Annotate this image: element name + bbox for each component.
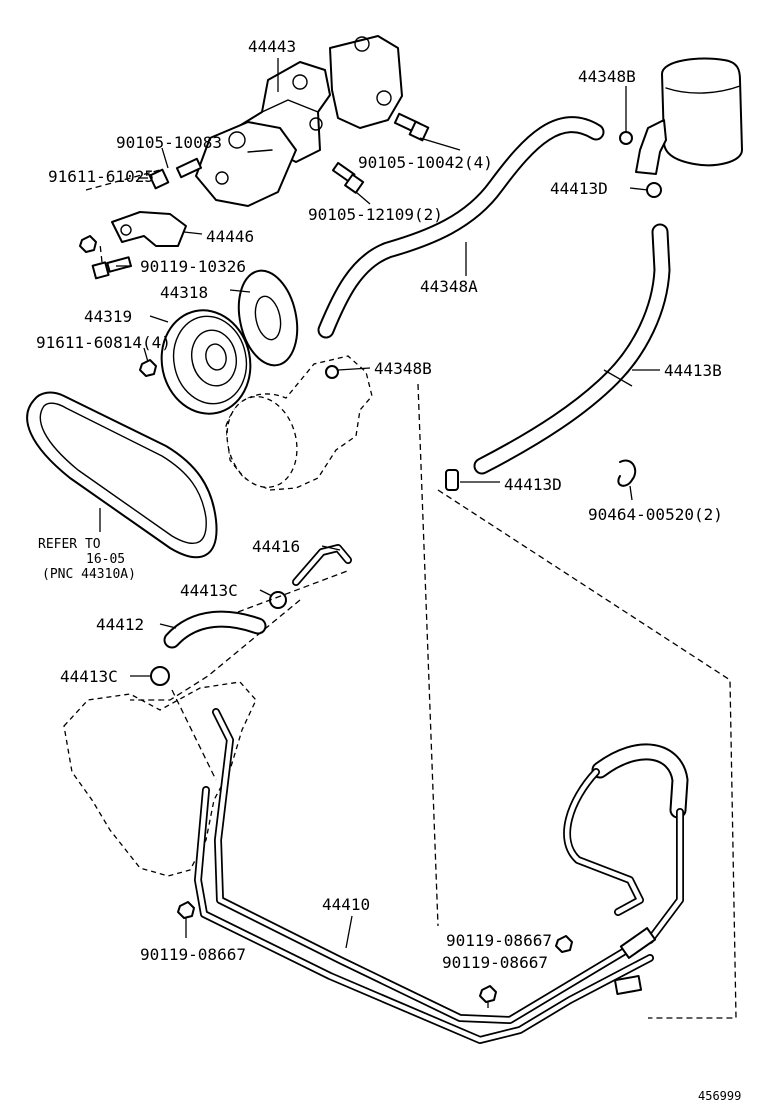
clip-44348B-mid[interactable] — [325, 365, 339, 379]
pulley-44319[interactable] — [152, 302, 260, 422]
pressure-tube-44410[interactable] — [194, 708, 654, 1044]
label-90464-00520: 90464-00520(2) — [588, 505, 723, 524]
clamp-44413C-b[interactable] — [150, 666, 170, 686]
label-91611-61025: 91611-61025 — [48, 167, 154, 186]
label-90105-10042: 90105-10042(4) — [358, 153, 493, 172]
label-44413D-mid: 44413D — [504, 475, 562, 494]
label-44319: 44319 — [84, 307, 132, 326]
label-44348B-mid: 44348B — [374, 359, 432, 378]
leader-lines — [99, 58, 660, 1008]
pressure-hose-right[interactable] — [563, 743, 689, 995]
label-90119-08667-right-2: 90119-08667 — [442, 953, 548, 972]
diagram-id: 456999 — [698, 1089, 741, 1103]
assembly-guide-lines — [85, 169, 737, 1019]
return-hose-44413B[interactable] — [473, 223, 671, 475]
bolt-90105-10083[interactable] — [148, 157, 203, 190]
label-refer-line2: 16-05 — [86, 552, 125, 567]
label-44413C-a: 44413C — [180, 581, 238, 600]
label-90119-08667-left: 90119-08667 — [140, 945, 246, 964]
label-44446: 44446 — [206, 227, 254, 246]
drive-belt[interactable] — [26, 391, 218, 559]
label-44412: 44412 — [96, 615, 144, 634]
clamp-44413D-top[interactable] — [646, 182, 662, 198]
label-90119-10326: 90119-10326 — [140, 257, 246, 276]
label-91611-60814: 91611-60814(4) — [36, 333, 171, 352]
union-pipe-44416[interactable] — [292, 544, 352, 586]
label-90119-08667-right-1: 90119-08667 — [446, 931, 552, 950]
label-44413C-b: 44413C — [60, 667, 118, 686]
adjusting-bar-44446[interactable] — [111, 211, 187, 247]
suction-hose-44348A[interactable] — [317, 116, 605, 339]
pump-bracket-44443[interactable] — [195, 35, 403, 207]
label-44416: 44416 — [252, 537, 300, 556]
label-44348A: 44348A — [420, 277, 478, 296]
clamp-44413D-mid[interactable] — [445, 469, 459, 491]
hose-44412[interactable] — [163, 610, 267, 649]
nut-90119-08667-right-2[interactable] — [479, 985, 497, 1003]
clamp-44413C-a[interactable] — [269, 591, 287, 609]
bolt-90105-12109[interactable] — [331, 161, 365, 194]
nut-90119-08667-right-1[interactable] — [555, 935, 573, 953]
label-90105-10083: 90105-10083 — [116, 133, 222, 152]
label-44443: 44443 — [248, 37, 296, 56]
label-44348B-top: 44348B — [578, 67, 636, 86]
label-44410: 44410 — [322, 895, 370, 914]
bolt-90105-10042[interactable] — [393, 112, 430, 142]
nut-91611-61025[interactable] — [79, 235, 97, 253]
steering-gear-outline — [63, 681, 257, 877]
nut-91611-60814[interactable] — [139, 359, 157, 377]
label-44318: 44318 — [160, 283, 208, 302]
oil-reservoir[interactable] — [635, 57, 743, 175]
label-refer-line3: (PNC 44310A) — [42, 567, 136, 582]
part-labels: 44443 90105-10083 91611-61025 90105-1004… — [36, 37, 741, 1103]
bolt-90119-10326[interactable] — [91, 256, 132, 280]
label-refer-line1: REFER TO — [38, 537, 101, 552]
clip-90464-00520[interactable] — [617, 459, 637, 487]
nut-90119-08667-left[interactable] — [177, 901, 195, 919]
label-90105-12109: 90105-12109(2) — [308, 205, 443, 224]
pulley-plate-44318[interactable] — [231, 265, 306, 371]
clip-44348B-top[interactable] — [619, 131, 633, 145]
power-steering-pump-outline — [225, 355, 373, 491]
label-44413B: 44413B — [664, 361, 722, 380]
label-44413D-top: 44413D — [550, 179, 608, 198]
